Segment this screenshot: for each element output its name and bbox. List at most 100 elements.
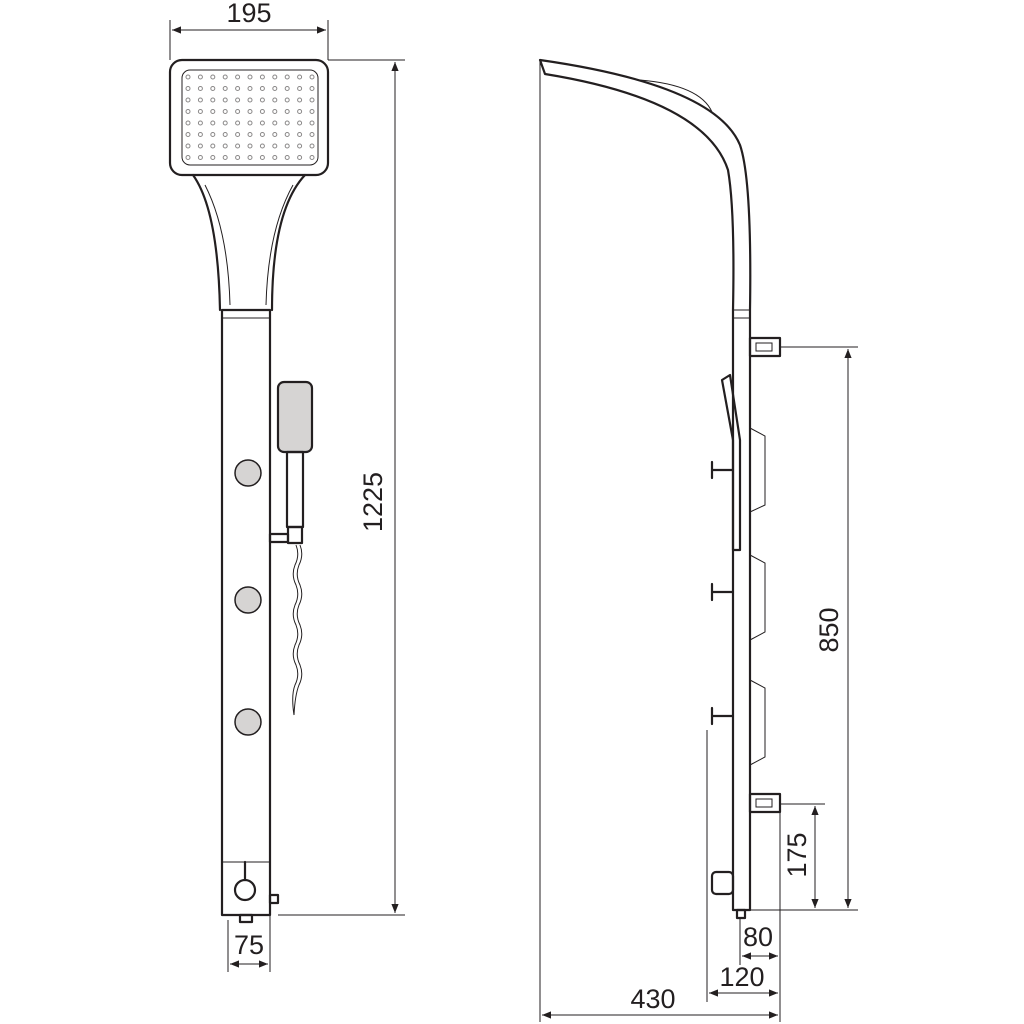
lower-bracket-label: 175 — [782, 832, 812, 877]
nozzle-dot — [210, 120, 216, 126]
hand-shower-handle — [285, 450, 305, 529]
nozzle-dot — [197, 143, 203, 149]
nozzle-dot — [259, 86, 265, 91]
nozzle-dot — [210, 74, 216, 80]
nozzle-dot — [185, 74, 191, 80]
nozzle-dot — [222, 143, 228, 149]
neck — [191, 173, 307, 312]
nozzle-dot — [309, 97, 315, 103]
nozzle-dot — [235, 132, 241, 137]
nozzle-dot — [309, 86, 315, 91]
nozzle-dot — [185, 132, 191, 137]
nozzle-dot — [259, 74, 265, 80]
nozzle-dot — [297, 155, 303, 160]
nozzle-dot — [197, 97, 203, 103]
nozzle-dot — [222, 109, 228, 114]
nozzle-dot — [247, 132, 253, 137]
nozzle-dot — [284, 86, 290, 91]
nozzle-dot — [247, 74, 253, 80]
nozzle-dot — [284, 120, 290, 126]
nozzle-dot — [185, 97, 191, 103]
nozzle-dot — [284, 74, 290, 80]
nozzle-dot — [309, 74, 315, 80]
nozzle-dot — [210, 143, 216, 149]
nozzle-dot — [235, 97, 241, 103]
nozzle-dot — [222, 86, 228, 91]
nozzle-dot — [235, 120, 241, 126]
bracket-depth-label: 120 — [719, 962, 764, 992]
nozzle-dot — [197, 120, 203, 126]
nozzle-dot — [272, 97, 278, 103]
upper-wall-bracket — [748, 336, 782, 358]
side-knobs — [710, 460, 747, 920]
nozzle-dot — [309, 132, 315, 137]
nozzle-dot — [247, 155, 253, 160]
hand-shower-head — [276, 380, 314, 454]
nozzle-dot — [272, 74, 278, 80]
front-view: 195 1225 75 — [168, 0, 405, 972]
height-label: 1225 — [358, 472, 388, 532]
nozzle-dot — [197, 86, 203, 91]
nozzle-dot — [284, 132, 290, 137]
nozzle-dot — [272, 132, 278, 137]
nozzle-dot — [272, 155, 278, 160]
nozzle-dot — [297, 97, 303, 103]
thermostat-knob — [233, 878, 257, 902]
panel-depth-label: 80 — [743, 922, 773, 952]
nozzle-dot — [259, 155, 265, 160]
nozzle-dot — [222, 74, 228, 80]
nozzle-dot — [259, 97, 265, 103]
thermostat-side — [710, 870, 735, 896]
total-depth-label: 430 — [630, 984, 675, 1014]
nozzle-dot — [235, 86, 241, 91]
nozzle-dot — [272, 120, 278, 126]
nozzle-dot — [197, 74, 203, 80]
nozzle-dot — [297, 120, 303, 126]
nozzle-dot — [297, 74, 303, 80]
nozzle-dot — [247, 143, 253, 149]
nozzle-dot — [235, 109, 241, 114]
nozzle-dot — [197, 109, 203, 114]
nozzle-dot — [272, 86, 278, 91]
nozzle-dot — [235, 74, 241, 80]
side-valve — [268, 893, 280, 905]
lower-wall-bracket — [748, 792, 782, 814]
nozzle-dot — [185, 86, 191, 91]
nozzle-dot — [259, 143, 265, 149]
nozzle-dot — [284, 97, 290, 103]
nozzle-dot — [247, 109, 253, 114]
nozzle-dot — [222, 97, 228, 103]
width-label: 195 — [226, 0, 271, 28]
nozzle-dot — [185, 143, 191, 149]
nozzle-dot — [284, 143, 290, 149]
nozzle-dot — [185, 120, 191, 126]
nozzle-dot — [210, 109, 216, 114]
nozzle-dot — [297, 143, 303, 149]
neck-highlight — [204, 184, 294, 306]
nozzle-dot — [272, 143, 278, 149]
panel-profile — [538, 58, 752, 912]
nozzle-dot — [309, 143, 315, 149]
nozzle-dot — [297, 132, 303, 137]
control-knob-2 — [234, 586, 262, 614]
nozzle-dot — [210, 132, 216, 137]
nozzle-dot — [247, 86, 253, 91]
inlet-fitting — [238, 913, 254, 924]
nozzle-dot — [235, 155, 241, 160]
nozzle-dot — [210, 155, 216, 160]
nozzle-dot — [197, 155, 203, 160]
nozzle-dot — [247, 120, 253, 126]
hand-shower-connector — [286, 525, 304, 545]
nozzle-dot — [259, 109, 265, 114]
nozzle-dot — [309, 120, 315, 126]
rain-shower-head — [168, 58, 330, 177]
nozzle-dot — [284, 155, 290, 160]
nozzle-dot — [297, 109, 303, 114]
nozzle-dot — [272, 109, 278, 114]
nozzle-dot — [210, 97, 216, 103]
spray-nozzles — [185, 74, 315, 160]
bracket-spacing-label: 850 — [814, 607, 844, 652]
nozzle-dot — [259, 132, 265, 137]
control-knob-3 — [234, 708, 262, 736]
